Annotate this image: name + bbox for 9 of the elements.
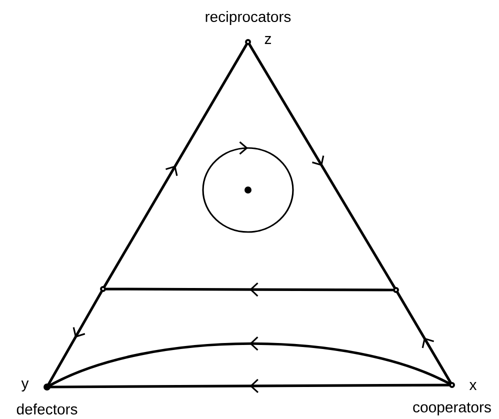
strategy-label: defectors <box>16 404 78 414</box>
vertex-point <box>244 186 252 194</box>
vertex-label: y <box>21 380 29 392</box>
strategy-label: cooperators <box>413 402 491 416</box>
vertex-point <box>100 286 106 292</box>
vertex-label: z <box>264 36 271 44</box>
vertex-label: x <box>469 382 477 390</box>
vertex-point <box>393 287 399 293</box>
strategy-label: reciprocators <box>206 11 291 25</box>
